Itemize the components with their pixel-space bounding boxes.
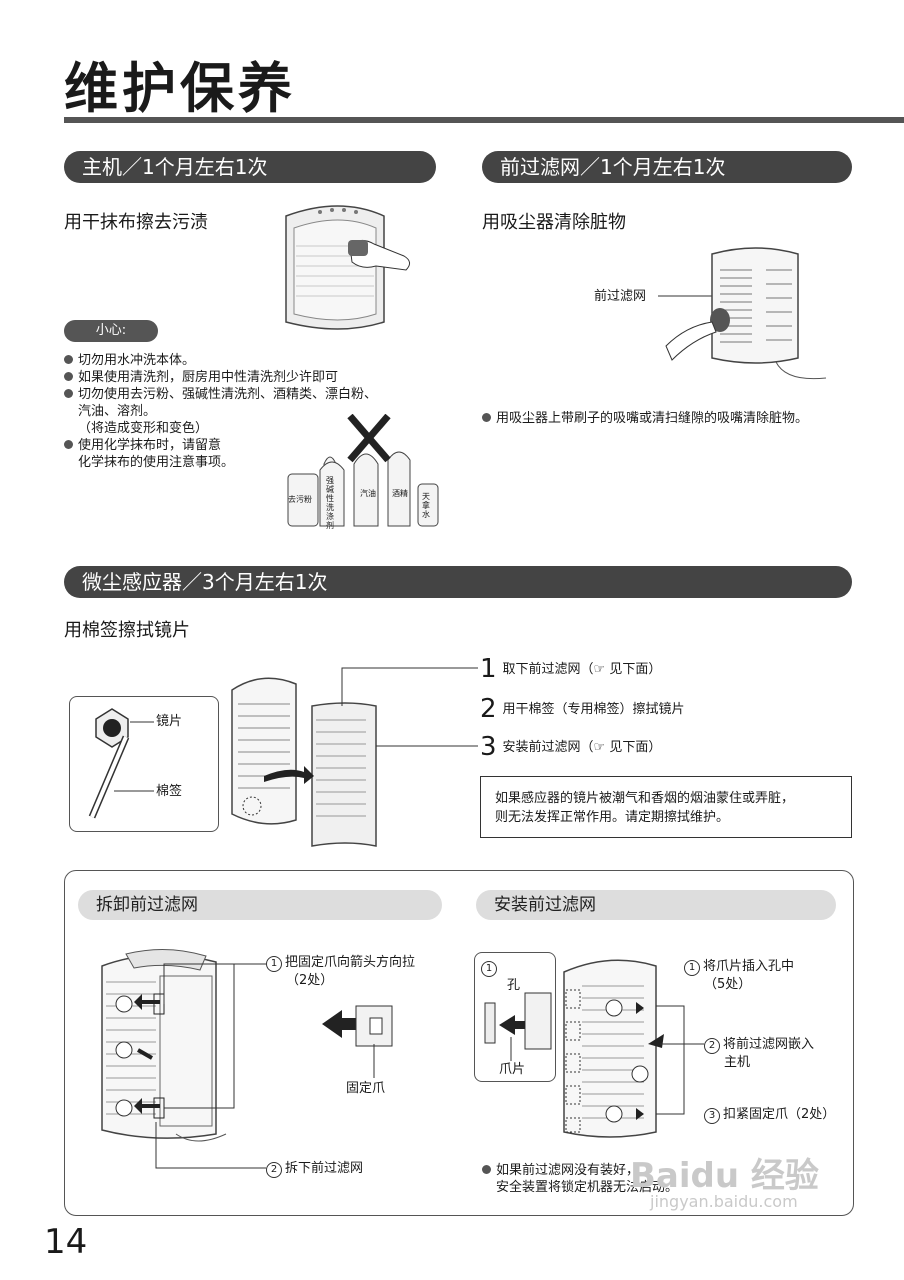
bottle-label: 天拿水 — [422, 492, 430, 519]
main-caution-list: 切勿用水冲洗本体。 如果使用清洗剂，厨房用中性清洗剂少许即可 切勿使用去污粉、强… — [64, 352, 404, 471]
page-number: 14 — [44, 1222, 88, 1262]
watermark-brand: Baidu 经验 — [630, 1156, 819, 1196]
caution-item-cont: 汽油、溶剂。 — [78, 404, 157, 419]
hole-label: 孔 — [507, 978, 521, 993]
step-number-badge: 3 — [704, 1108, 720, 1124]
title-divider — [64, 117, 904, 123]
bottle-label: 酒精 — [392, 489, 408, 498]
bullet-icon — [64, 389, 73, 398]
vacuum-illustration — [658, 247, 827, 380]
prohibited-cleaners-illustration: 去污粉 强碱性洗涤剂 汽油 酒精 天拿水 — [284, 414, 444, 532]
install-filter-illustration — [563, 959, 704, 1138]
step-number-badge: 1 — [481, 961, 497, 977]
bullet-icon — [64, 440, 73, 449]
remove-filter-header: 拆卸前过滤网 — [78, 890, 442, 920]
filter-procedure-panel — [64, 870, 854, 1216]
bullet-icon — [482, 413, 491, 422]
swab-drawing — [88, 708, 154, 819]
prefilter-subtitle: 用吸尘器清除脏物 — [482, 212, 626, 233]
prefilter-callout-label: 前过滤网 — [594, 289, 647, 304]
step-number-badge: 1 — [266, 956, 282, 972]
bottle-label: 强碱性洗涤剂 — [326, 476, 334, 530]
caution-item: 切勿用水冲洗本体。 — [64, 352, 404, 369]
caution-item-cont: 化学抹布的使用注意事项。 — [78, 455, 235, 470]
sensor-filter-removal-illustration — [231, 667, 478, 847]
bullet-icon — [64, 372, 73, 381]
step-number-badge: 2 — [704, 1038, 720, 1054]
tab-label: 爪片 — [499, 1062, 526, 1077]
caution-badge: 小心: — [64, 320, 158, 342]
main-subtitle: 用干抹布擦去污渍 — [64, 212, 208, 233]
step-number-badge: 1 — [684, 960, 700, 976]
bottles-drawing — [287, 414, 439, 527]
bullet-icon — [64, 355, 73, 364]
remove-filter-illustration — [101, 949, 266, 1169]
caution-item: 使用化学抹布时，请留意 — [64, 437, 404, 454]
caution-item: 如果使用清洗剂，厨房用中性清洗剂少许即可 — [64, 369, 404, 386]
lens-inset: 镜片 棉签 — [69, 696, 219, 832]
lens-label: 镜片 — [156, 714, 183, 729]
page-title: 维护保养 — [64, 57, 296, 120]
step-number-badge: 2 — [266, 1162, 282, 1178]
prefilter-note: 用吸尘器上带刷子的吸嘴或清扫缝隙的吸嘴清除脏物。 — [482, 410, 862, 427]
caution-item: 切勿使用去污粉、强碱性清洗剂、酒精类、漂白粉、 — [64, 386, 404, 403]
section-header-sensor: 微尘感应器／3个月左右1次 — [64, 566, 852, 598]
caution-item-cont: （将造成变形和变色） — [78, 421, 209, 436]
sensor-subtitle: 用棉签擦拭镜片 — [64, 620, 190, 641]
swab-label: 棉签 — [156, 784, 183, 799]
claw-detail-illustration — [322, 1005, 393, 1078]
install-detail-inset: 1 孔 爪片 — [474, 952, 556, 1082]
watermark-url: jingyan.baidu.com — [650, 1192, 798, 1211]
main-unit-illustration — [285, 205, 410, 330]
sensor-note-box: 如果感应器的镜片被潮气和香烟的烟油蒙住或弄脏， 则无法发挥正常作用。请定期擦拭维… — [480, 776, 852, 838]
claw-label: 固定爪 — [346, 1081, 386, 1096]
install-note: 如果前过滤网没有装好， 安全装置将锁定机器无法启动。 — [482, 1162, 678, 1196]
bullet-icon — [482, 1165, 491, 1174]
tab-insert-drawing — [484, 992, 552, 1061]
install-filter-header: 安装前过滤网 — [476, 890, 836, 920]
bottle-label: 去污粉 — [288, 495, 312, 504]
bottle-label: 汽油 — [360, 489, 376, 498]
section-header-main: 主机／1个月左右1次 — [64, 151, 436, 183]
section-header-prefilter: 前过滤网／1个月左右1次 — [482, 151, 852, 183]
